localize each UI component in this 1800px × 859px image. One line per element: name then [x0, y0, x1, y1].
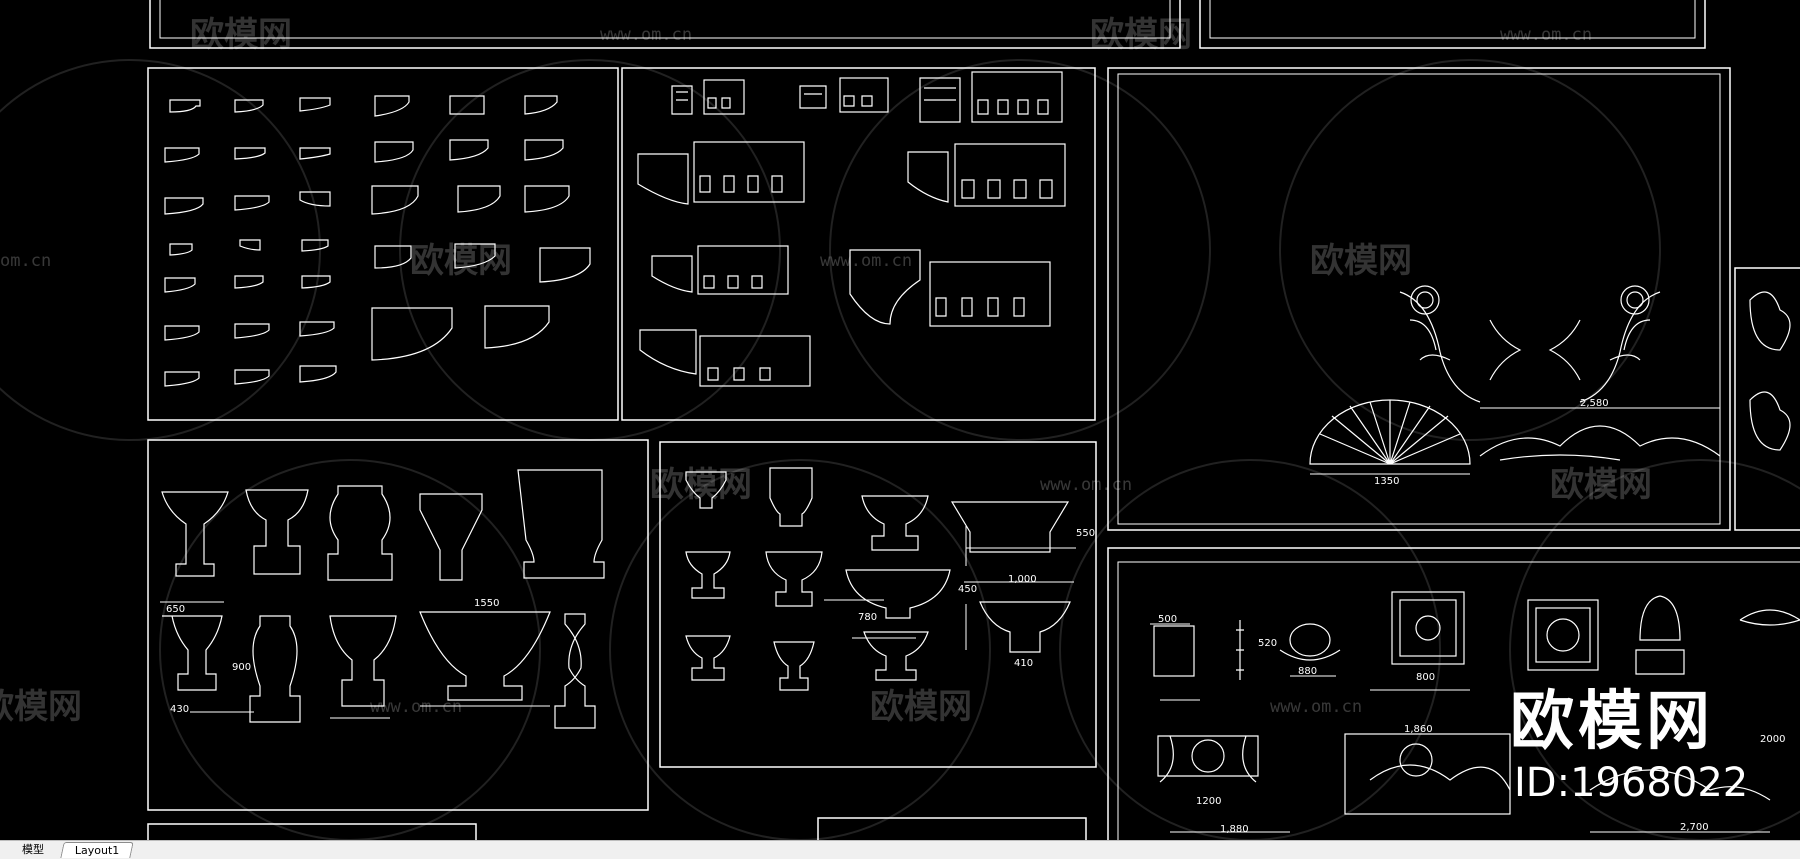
dim-520: 520	[1258, 638, 1277, 649]
dim-2700: 2,700	[1680, 822, 1709, 833]
watermark-brand: 欧模网	[410, 241, 512, 281]
moulding-profiles	[164, 95, 591, 387]
watermark-brand-group: 欧模网 欧模网 欧模网 欧模网 欧模网 欧模网 欧模网 欧模网 www.om.c…	[0, 15, 1652, 727]
layout-tab-bar: 模型 Layout1	[0, 840, 1800, 859]
watermark-url: www.om.cn	[820, 251, 912, 271]
watermark-brand: 欧模网	[0, 687, 82, 727]
dim-1200: 1200	[1196, 796, 1221, 807]
tab-layout1-label: Layout1	[74, 844, 120, 857]
sheet-frames	[147, 0, 1800, 840]
brand-overlay: 欧模网	[1510, 685, 1714, 759]
dim-780: 780	[858, 612, 877, 623]
cad-drawing: 500 520 880 800 650 430 900 1550 1,000 7…	[0, 0, 1800, 840]
dim-1550: 1550	[474, 598, 499, 609]
dim-550: 550	[1076, 528, 1095, 539]
ornament-panels	[1153, 285, 1800, 815]
dim-430: 430	[170, 704, 189, 715]
dim-1880: 1,880	[1220, 824, 1249, 835]
tab-model[interactable]: 模型	[14, 842, 52, 857]
dim-650: 650	[166, 604, 185, 615]
dim-2000: 2000	[1760, 734, 1785, 745]
cad-model-space[interactable]: 500 520 880 800 650 430 900 1550 1,000 7…	[0, 0, 1800, 840]
dim-410: 410	[1014, 658, 1033, 669]
watermark-url: www.om.cn	[370, 697, 462, 717]
dim-1000: 1,000	[1008, 574, 1037, 585]
watermark-brand: 欧模网	[1310, 241, 1412, 281]
watermark-url: www.om.cn	[1270, 697, 1362, 717]
dim-800: 800	[1416, 672, 1435, 683]
watermark-brand: 欧模网	[190, 15, 292, 55]
asset-id-label: ID:1968022	[1514, 760, 1749, 806]
dim-900: 900	[232, 662, 251, 673]
watermark-brand: 欧模网	[650, 465, 752, 505]
watermark-brand: 欧模网	[1090, 15, 1192, 55]
dim-1350: 1350	[1374, 476, 1399, 487]
cornice-details	[637, 71, 1066, 387]
dim-450: 450	[958, 584, 977, 595]
dim-880: 880	[1298, 666, 1317, 677]
watermark-brand: 欧模网	[870, 687, 972, 727]
tab-layout1[interactable]: Layout1	[60, 842, 135, 858]
dimension-labels: 500 520 880 800 650 430 900 1550 1,000 7…	[166, 398, 1785, 835]
dim-1860: 1,860	[1404, 724, 1433, 735]
dimension-lines	[160, 407, 1770, 833]
dim-2580: 2,580	[1580, 398, 1609, 409]
watermark-url: www.om.cn	[1040, 475, 1132, 495]
watermark-url: www.om.cn	[600, 25, 692, 45]
watermark-brand: 欧模网	[1550, 465, 1652, 505]
dim-500: 500	[1158, 614, 1177, 625]
vase-elevations	[161, 467, 1071, 729]
watermark-url-partial: om.cn	[0, 251, 51, 271]
watermark-url: www.om.cn	[1500, 25, 1592, 45]
